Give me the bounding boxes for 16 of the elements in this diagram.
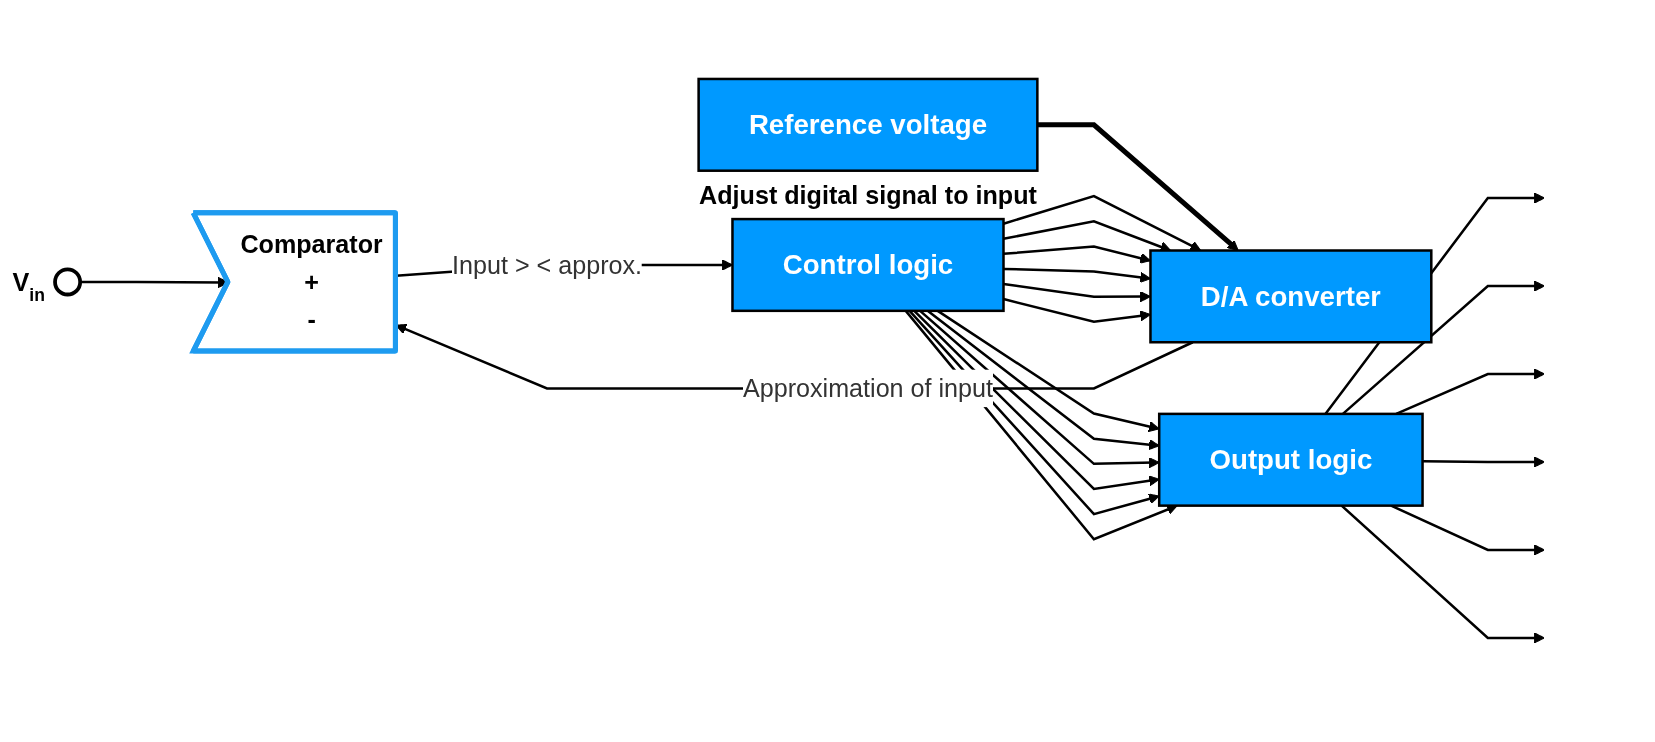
node-box: D/A converter [1149,249,1433,344]
node-box: Output logic [1157,412,1424,507]
terminal-label: V$_{in}$ [12,267,45,305]
arrow [1003,194,1202,251]
edge-label: Approximation of input [742,374,994,403]
arrow [1003,282,1151,303]
arrow [1422,456,1545,468]
arrow [1003,267,1151,283]
arrow [1003,297,1151,324]
node-box: Reference voltage [697,77,1039,172]
edge-label: Input > < approx. [451,251,643,279]
node-circle [53,267,83,297]
caption-text: Adjust digital signal to input [699,181,1037,209]
arrow [1037,122,1239,251]
node-box: Control logic [731,217,1005,313]
arrow [1003,245,1151,264]
